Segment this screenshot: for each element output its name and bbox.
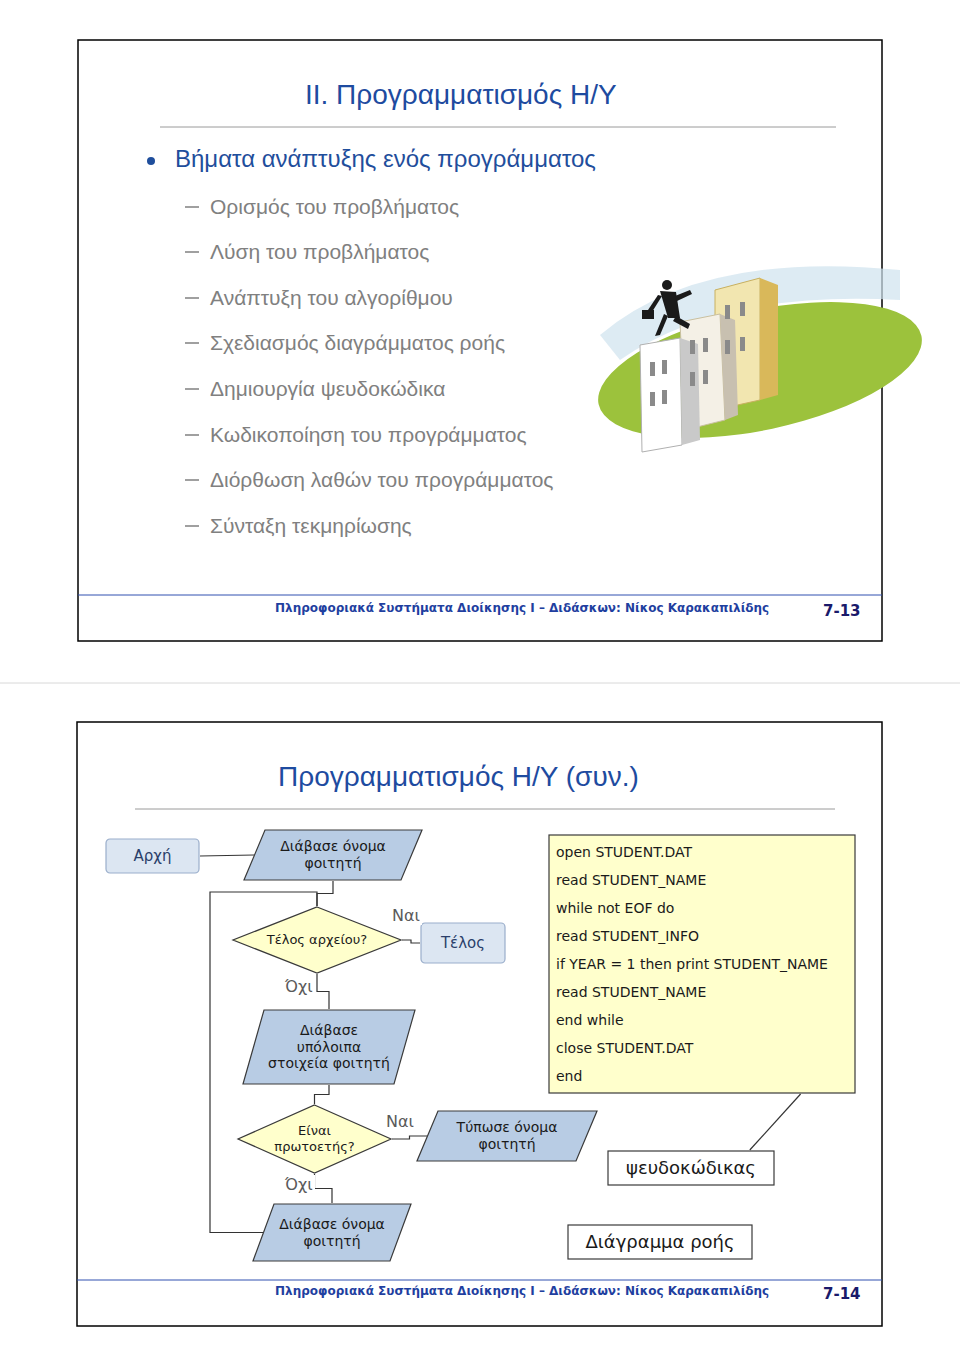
flow-connector	[315, 1174, 333, 1203]
node-content: Τύπωσε όνομα φοιτητή	[416, 1110, 598, 1162]
slide-title: II. Προγραμματισμός Η/Υ	[305, 78, 617, 112]
parallelogram-outline	[417, 1111, 597, 1161]
node-text: Διάγραμμα ροής	[585, 1231, 734, 1253]
box-outline	[568, 1225, 752, 1259]
callout-box: Διάγραμμα ροής	[567, 1224, 753, 1260]
flow-connector	[392, 1136, 427, 1139]
code-line: end	[556, 1062, 582, 1090]
box-outline	[549, 835, 855, 1093]
diamond-outline	[238, 1105, 391, 1173]
decision-diamond: Τέλος αρχείου?	[232, 906, 402, 974]
box-outline	[106, 839, 199, 873]
node-content: Αρχή	[105, 838, 200, 874]
terminal-box: Αρχή	[105, 838, 200, 874]
node-content: Διάγραμμα ροής	[567, 1224, 753, 1260]
flow-connector	[750, 1094, 801, 1150]
node-text: Τύπωσε όνομα φοιτητή	[442, 1119, 572, 1153]
box-outline	[421, 923, 505, 963]
node-content: open STUDENT.DATread STUDENT_NAMEwhile n…	[548, 834, 856, 1094]
step-item: Διόρθωση λαθών του προγράμματος	[210, 467, 553, 492]
output-parallelogram: Τύπωσε όνομα φοιτητή	[416, 1110, 598, 1162]
step-item: Δημιουργία ψευδοκώδικα	[210, 376, 445, 401]
node-content: Διάβασε υπόλοιπα στοιχεία φοιτητή	[242, 1009, 416, 1085]
edge-label: Όχι	[283, 1175, 315, 1194]
input-parallelogram: Διάβασε όνομα φοιτητή	[243, 829, 423, 881]
decision-diamond: Είναι πρωτοετής?	[237, 1104, 392, 1174]
edge-label: Όχι	[283, 977, 315, 996]
node-content: Διάβασε όνομα φοιτητή	[252, 1203, 412, 1262]
callout-box: ψευδοκώδικας	[607, 1150, 775, 1186]
code-line: read STUDENT_INFO	[556, 922, 699, 950]
flow-connector	[315, 1085, 330, 1104]
code-line: while not EOF do	[556, 894, 674, 922]
node-content: Διάβασε όνομα φοιτητή	[243, 829, 423, 881]
page-number: 7-14	[823, 1285, 861, 1303]
parallelogram-outline	[244, 830, 422, 880]
pseudocode-box: open STUDENT.DATread STUDENT_NAMEwhile n…	[548, 834, 856, 1094]
step-item: Ορισμός του προβλήματος	[210, 194, 459, 219]
node-text: Τέλος αρχείου?	[267, 932, 368, 948]
edge-label: Ναι	[384, 1112, 416, 1131]
footer-text: Πληροφοριακά Συστήματα Διοίκησης Ι – Διδ…	[275, 601, 769, 615]
node-text: Είναι πρωτοετής?	[270, 1123, 360, 1154]
code-line: read STUDENT_NAME	[556, 978, 706, 1006]
process-parallelogram: Διάβασε υπόλοιπα στοιχεία φοιτητή	[242, 1009, 416, 1085]
parallelogram-outline	[253, 1204, 411, 1261]
flow-connector	[317, 974, 329, 1009]
step-item: Λύση του προβλήματος	[210, 239, 429, 264]
node-text: Διάβασε όνομα φοιτητή	[278, 1216, 386, 1250]
flow-connector	[200, 855, 254, 856]
code-line: open STUDENT.DAT	[556, 838, 692, 866]
step-item: Σχεδιασμός διαγράμματος ροής	[210, 330, 505, 355]
step-item: Σύνταξη τεκμηρίωσης	[210, 513, 412, 538]
input-parallelogram: Διάβασε όνομα φοιτητή	[252, 1203, 412, 1262]
code-line: if YEAR = 1 then print STUDENT_NAME	[556, 950, 828, 978]
footer-text: Πληροφοριακά Συστήματα Διοίκησης Ι – Διδ…	[275, 1284, 769, 1298]
terminal-box: Τέλος	[420, 922, 506, 964]
flow-connector	[402, 940, 420, 943]
node-text: Τέλος	[441, 934, 485, 952]
edge-label: Ναι	[390, 906, 422, 925]
node-text: Διάβασε υπόλοιπα στοιχεία φοιτητή	[268, 1022, 390, 1072]
code-line: end while	[556, 1006, 624, 1034]
node-content: Τέλος	[420, 922, 506, 964]
page-number: 7-13	[823, 602, 861, 620]
step-item: Κωδικοποίηση του προγράμματος	[210, 422, 527, 447]
node-text: Αρχή	[134, 847, 172, 865]
node-content: Είναι πρωτοετής?	[237, 1104, 392, 1174]
node-text: ψευδοκώδικας	[626, 1157, 756, 1179]
node-content: ψευδοκώδικας	[607, 1150, 775, 1186]
parallelogram-outline	[243, 1010, 415, 1084]
node-text: Διάβασε όνομα φοιτητή	[269, 838, 397, 872]
step-item: Ανάπτυξη του αλγορίθμου	[210, 285, 453, 310]
diamond-outline	[233, 907, 401, 973]
flow-connector	[317, 881, 333, 906]
node-content: Τέλος αρχείου?	[232, 906, 402, 974]
box-outline	[608, 1151, 774, 1185]
code-line: read STUDENT_NAME	[556, 866, 706, 894]
bullet-heading: Βήματα ανάπτυξης ενός προγράμματος	[175, 145, 596, 174]
slide-title: Προγραμματισμός Η/Υ (συν.)	[278, 760, 639, 794]
code-line: close STUDENT.DAT	[556, 1034, 693, 1062]
